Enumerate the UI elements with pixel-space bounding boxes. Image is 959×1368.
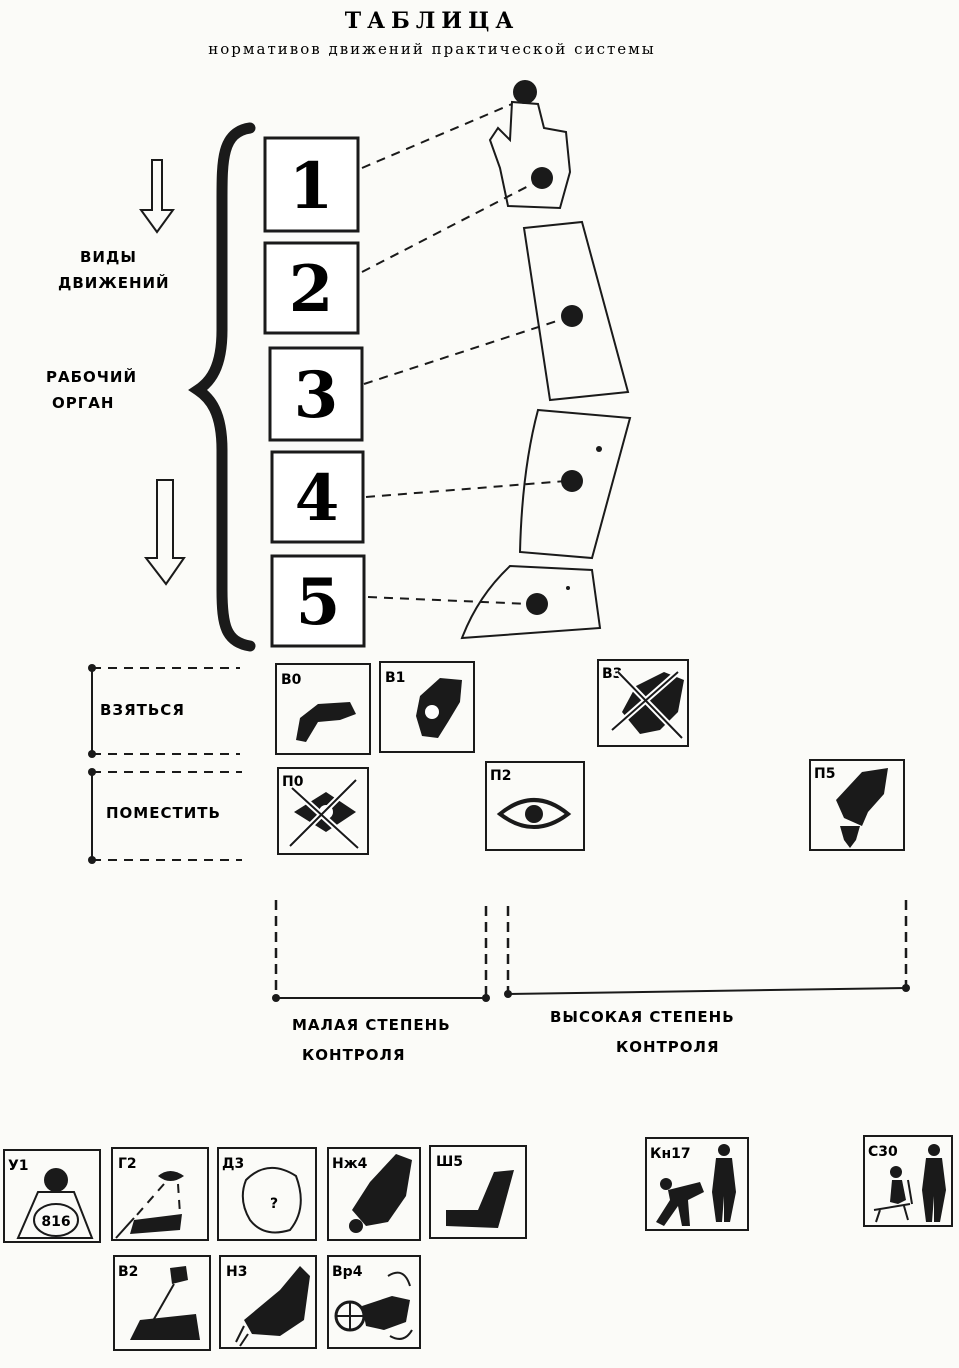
icon-code-n3: Н3 <box>226 1264 247 1280</box>
icon-code-kn17: Кн17 <box>650 1146 691 1162</box>
icon-n3: Н3 <box>219 1255 317 1349</box>
number-box-3: 3 <box>268 346 364 442</box>
connector-4 <box>365 480 567 498</box>
icon-code-u1: У1 <box>8 1158 29 1174</box>
hand-segment-icon <box>522 220 630 402</box>
icon-code-v2: В2 <box>118 1264 138 1280</box>
place-code-p2: П2 <box>490 768 511 784</box>
down-arrow-icon-top <box>139 159 175 234</box>
place-icon-p5: П5 <box>809 759 905 851</box>
grasp-icon-b1: В1 <box>379 661 475 753</box>
icon-s30: С30 <box>863 1135 953 1227</box>
grasp-icon-b3: В3 <box>597 659 689 747</box>
label-working-organ-1: РАБОЧИЙ <box>46 367 137 386</box>
icon-code-vr4: Вр4 <box>332 1264 363 1280</box>
icon-sh5: Ш5 <box>429 1145 527 1239</box>
row-grasp-label: ВЗЯТЬСЯ <box>100 701 185 719</box>
page-subtitle: нормативов движений практической системы <box>208 40 656 58</box>
connector-1 <box>361 103 513 169</box>
icon-code-s30: С30 <box>868 1144 898 1160</box>
icon-d3-question: ? <box>270 1196 278 1212</box>
icon-u1-inner-text: 816 <box>41 1214 70 1230</box>
icon-vr4: Вр4 <box>327 1255 421 1349</box>
row-place-label: ПОМЕСТИТЬ <box>106 804 221 822</box>
shoulder-segment-icon <box>460 564 602 640</box>
grasp-code-b3: В3 <box>602 666 622 682</box>
down-arrow-icon-bottom <box>143 479 186 586</box>
grasp-icon-b0: В0 <box>275 663 371 755</box>
low-control-bracket: МАЛАЯ СТЕПЕНЬ КОНТРОЛЯ <box>272 900 490 1064</box>
number-box-5-label: 5 <box>296 565 341 640</box>
number-box-5: 5 <box>270 554 366 648</box>
grouping-brace <box>188 122 256 652</box>
icon-code-sh5: Ш5 <box>436 1154 463 1170</box>
low-control-label-1: МАЛАЯ СТЕПЕНЬ <box>292 1016 451 1034</box>
icon-code-nzh4: Нж4 <box>332 1156 368 1172</box>
label-movement-types-2: ДВИЖЕНИЙ <box>58 273 170 292</box>
place-code-p0: П0 <box>282 774 304 790</box>
grasp-code-b0: В0 <box>281 672 302 688</box>
row-grasp: ВЗЯТЬСЯ <box>88 664 240 758</box>
number-box-2: 2 <box>263 241 360 335</box>
number-box-1-label: 1 <box>289 149 334 224</box>
connector-2 <box>361 179 541 273</box>
icon-u1: У1 816 <box>3 1149 101 1243</box>
icon-d3: Д3 ? <box>217 1147 317 1241</box>
grasp-code-b1: В1 <box>385 670 405 686</box>
page-title: ТАБЛИЦА <box>345 8 520 34</box>
icon-kn17: Кн17 <box>645 1137 749 1231</box>
number-box-4-label: 4 <box>295 461 340 536</box>
connector-3 <box>363 317 567 385</box>
place-icon-p0: П0 <box>277 767 369 855</box>
number-box-3-label: 3 <box>294 358 339 433</box>
icon-nzh4: Нж4 <box>327 1147 421 1241</box>
label-working-organ-2: ОРГАН <box>52 394 114 412</box>
number-box-2-label: 2 <box>289 252 334 327</box>
icon-code-g2: Г2 <box>118 1156 137 1172</box>
number-box-4: 4 <box>270 450 365 544</box>
place-code-p5: П5 <box>814 766 835 782</box>
low-control-label-2: КОНТРОЛЯ <box>302 1046 406 1064</box>
high-control-label-1: ВЫСОКАЯ СТЕПЕНЬ <box>550 1008 735 1026</box>
connector-5 <box>367 596 531 605</box>
icon-g2: Г2 <box>111 1147 209 1241</box>
label-movement-types-1: ВИДЫ <box>80 248 137 266</box>
number-box-1: 1 <box>263 136 360 233</box>
icon-code-d3: Д3 <box>222 1156 244 1172</box>
forearm-segment-icon <box>518 408 632 560</box>
row-place: ПОМЕСТИТЬ <box>88 768 242 864</box>
icon-v2: В2 <box>113 1255 211 1351</box>
high-control-bracket: ВЫСОКАЯ СТЕПЕНЬ КОНТРОЛЯ <box>504 900 910 1056</box>
place-icon-p2: П2 <box>485 761 585 851</box>
finger-segment-icon <box>488 80 572 210</box>
high-control-label-2: КОНТРОЛЯ <box>616 1038 720 1056</box>
